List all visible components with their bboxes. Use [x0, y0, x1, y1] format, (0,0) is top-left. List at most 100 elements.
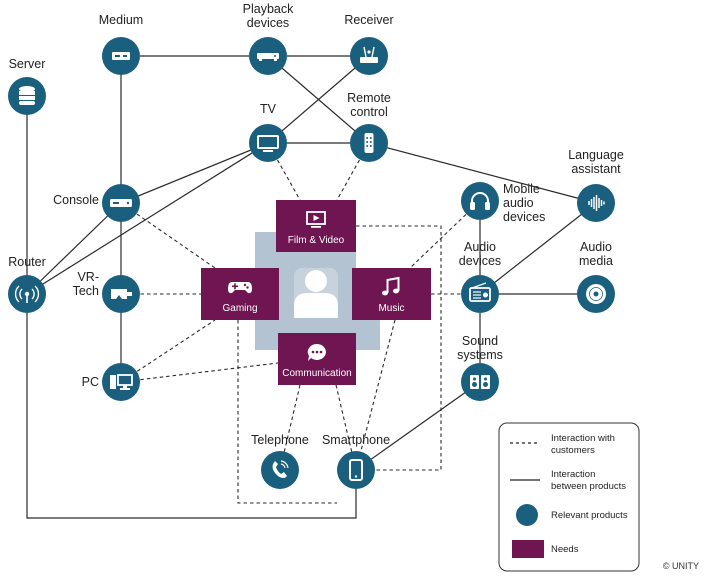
node-label: control [350, 105, 388, 119]
node-telephone: Telephone [251, 433, 309, 489]
radio-icon [469, 282, 491, 302]
node-label: PC [82, 375, 99, 389]
legend-product-text: Relevant products [551, 510, 628, 521]
music-note-icon [382, 276, 400, 296]
legend-need-swatch [512, 540, 544, 558]
headphones-icon [470, 192, 490, 210]
dashed-tv-film [267, 142, 301, 201]
node-circle [102, 363, 140, 401]
smartphone-icon [349, 459, 363, 481]
node-label: Telephone [251, 433, 309, 447]
phone-icon [272, 460, 289, 478]
node-receiver: Receiver [344, 13, 394, 75]
node-label: Router [8, 255, 46, 269]
node-tv: TV [249, 102, 287, 162]
node-label: Medium [99, 13, 143, 27]
node-circle [261, 451, 299, 489]
need-music: Music [352, 268, 431, 320]
line-router-smartphone [26, 294, 357, 519]
node-label: Console [53, 193, 99, 207]
node-label: Smartphone [322, 433, 390, 447]
node-label: assistant [571, 162, 621, 176]
gamepad-icon [228, 282, 252, 294]
node-circle [337, 451, 375, 489]
dashed-pc-communication [120, 362, 279, 383]
speakers-icon [470, 375, 490, 389]
play-screen-icon [306, 211, 326, 228]
player-icon [257, 53, 279, 61]
node-label: Audio [580, 240, 612, 254]
chat-bubble-icon [307, 343, 326, 361]
node-circle [461, 182, 499, 220]
node-circle [461, 275, 499, 313]
cd-icon [586, 284, 606, 304]
node-smartphone: Smartphone [322, 433, 390, 489]
line-tv-console [120, 142, 269, 204]
tv-icon [257, 135, 279, 152]
dashed-remote-film [336, 142, 370, 201]
node-label: Tech [73, 284, 99, 298]
legend-need-text: Needs [551, 544, 579, 555]
need-label: Music [378, 303, 404, 314]
legend-solid-text: Interaction between products [551, 469, 626, 492]
need-communication: Communication [278, 333, 356, 385]
line-remote-language [368, 142, 597, 204]
vr-headset-icon [111, 289, 132, 299]
router-box-icon [360, 46, 378, 63]
node-label: Receiver [344, 13, 393, 27]
node-label: Sound [462, 334, 498, 348]
node-label: Remote [347, 91, 391, 105]
legend: Interaction with customers Interaction b… [498, 422, 640, 572]
need-film: Film & Video [276, 200, 356, 252]
dashed-gaming-smartphone [237, 320, 337, 504]
need-label: Film & Video [288, 235, 345, 246]
disc-drive-icon [112, 52, 130, 60]
need-gaming: Gaming [201, 268, 279, 320]
line-receiver-tv [267, 55, 370, 144]
need-label: Communication [282, 368, 351, 379]
line-tv-router [26, 142, 269, 295]
node-pc: PC [82, 363, 140, 401]
line-console-router [26, 202, 122, 295]
dashed-pc-gaming [120, 319, 216, 383]
user-icon [294, 268, 338, 318]
node-label: Audio [464, 240, 496, 254]
computer-icon [110, 374, 133, 390]
node-label: systems [457, 348, 503, 362]
node-label: devices [503, 210, 545, 224]
node-console: Console [53, 184, 140, 222]
node-label: VR- [77, 270, 99, 284]
legend-dashed-text: Interaction with customers [551, 433, 618, 456]
node-label: Language [568, 148, 624, 162]
dashed-film-smartphone [356, 225, 442, 471]
database-icon [19, 86, 35, 105]
node-label: audio [503, 196, 534, 210]
node-label: Playback [243, 2, 294, 16]
node-server: Server [8, 57, 46, 115]
console-icon [110, 199, 132, 207]
node-router: Router [8, 255, 46, 313]
node-label: Server [9, 57, 46, 71]
line-language-audiodev [479, 202, 597, 295]
node-label: devices [247, 16, 289, 30]
node-circle [461, 363, 499, 401]
legend-product-circle [516, 504, 538, 526]
node-label: TV [260, 102, 277, 116]
node-vrtech: VR-Tech [73, 270, 140, 313]
node-circle [249, 124, 287, 162]
node-label: Mobile [503, 182, 540, 196]
wifi-icon [14, 285, 40, 303]
node-circle [350, 37, 388, 75]
node-label: media [579, 254, 613, 268]
user-figure [294, 268, 338, 318]
